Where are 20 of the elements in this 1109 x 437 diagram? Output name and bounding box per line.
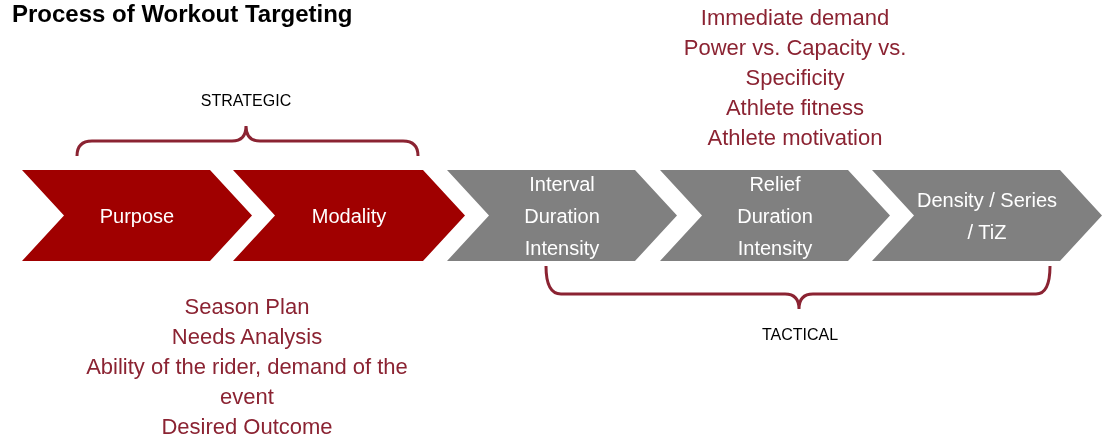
note-text: Desired Outcome [160, 413, 334, 437]
section-label: STRATEGIC [199, 91, 293, 111]
section-label: TACTICAL [760, 325, 840, 345]
step-label: Duration [737, 203, 813, 229]
step-label: Duration [524, 203, 600, 229]
note-text: Needs Analysis [170, 323, 324, 351]
step-label: Intensity [737, 235, 813, 261]
step-label: Relief [749, 171, 801, 197]
note-text: Athlete motivation [706, 124, 884, 152]
step-label: Interval [529, 171, 595, 197]
note-text: Immediate demand [699, 4, 891, 32]
note-text: Ability of the rider, demand of the event [85, 353, 409, 411]
step-label: Intensity [524, 235, 600, 261]
step-label: Density / Series / TiZ [915, 187, 1059, 245]
step-label: Purpose [99, 203, 175, 229]
note-text: Season Plan [183, 293, 311, 321]
title: Process of Workout Targeting [12, 0, 353, 28]
note-text: Athlete fitness [724, 94, 866, 122]
step-label: Modality [311, 203, 387, 229]
note-text: Power vs. Capacity vs. Specificity [682, 34, 908, 92]
